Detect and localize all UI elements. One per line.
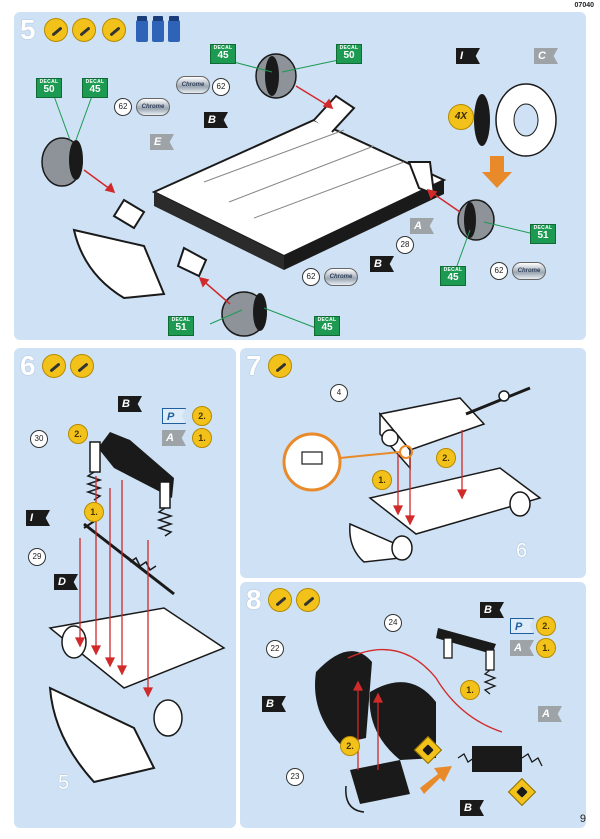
sprue-flag: I bbox=[456, 48, 480, 64]
chrome-badge: Chrome bbox=[512, 262, 546, 280]
step-6-panel: 6 30 29 B P A I D 2. 1. 2. 1. 5 bbox=[14, 348, 236, 828]
sprue-flag: B bbox=[204, 112, 228, 128]
knife-tool-icon bbox=[42, 354, 66, 378]
part-number: 4 bbox=[330, 384, 348, 402]
step-8-illustration bbox=[315, 628, 543, 813]
part-number: 62 bbox=[302, 268, 320, 286]
part-number: 62 bbox=[114, 98, 132, 116]
wheel-rear-right bbox=[457, 199, 495, 241]
decal-water-icon bbox=[102, 18, 126, 42]
order-badge: 2. bbox=[68, 424, 88, 444]
knife-tool-icon bbox=[268, 588, 292, 612]
sprue-flag: E bbox=[150, 134, 174, 150]
order-badge: 1. bbox=[372, 470, 392, 490]
sprue-flag: A bbox=[538, 706, 562, 722]
knife-tool-icon bbox=[44, 18, 68, 42]
paint-pot-icon bbox=[152, 16, 164, 42]
part-number: 23 bbox=[286, 768, 304, 786]
wheel-front-left bbox=[41, 137, 83, 187]
document-code: 07040 bbox=[574, 2, 594, 9]
part-number: 30 bbox=[30, 430, 48, 448]
chrome-badge: Chrome bbox=[324, 268, 358, 286]
order-badge: 2. bbox=[536, 616, 556, 636]
order-badge: 2. bbox=[192, 406, 212, 426]
step-number: 6 bbox=[20, 350, 36, 381]
wheel-exploded bbox=[474, 83, 557, 157]
sprue-flag: D bbox=[54, 574, 78, 590]
step-number: 8 bbox=[246, 584, 262, 615]
order-badge: 1. bbox=[460, 680, 480, 700]
sprue-flag: B bbox=[262, 696, 286, 712]
step-5-illustration bbox=[41, 53, 557, 337]
order-badge: 2. bbox=[436, 448, 456, 468]
part-number: 62 bbox=[490, 262, 508, 280]
paint-brush-icon bbox=[72, 18, 96, 42]
sprue-flag: I bbox=[26, 510, 50, 526]
step-number: 5 bbox=[20, 14, 36, 45]
sprue-flag: A bbox=[510, 640, 534, 656]
order-badge: 2. bbox=[340, 736, 360, 756]
step-6-illustration bbox=[48, 432, 226, 784]
part-number: 62 bbox=[212, 78, 230, 96]
wheel-rear-left bbox=[255, 53, 297, 99]
chrome-badge: Chrome bbox=[176, 76, 210, 94]
step-number: 7 bbox=[246, 350, 262, 381]
knife-tool-icon bbox=[268, 354, 292, 378]
reference-number: 5 bbox=[58, 772, 70, 794]
paint-pot-icon bbox=[136, 16, 148, 42]
part-number: 22 bbox=[266, 640, 284, 658]
page-number: 9 bbox=[579, 813, 586, 825]
sprue-flag: A bbox=[162, 430, 186, 446]
reference-number: 6 bbox=[516, 540, 528, 562]
part-number: 24 bbox=[384, 614, 402, 632]
paint-brush-icon bbox=[296, 588, 320, 612]
order-badge: 1. bbox=[84, 502, 104, 522]
step-7-illustration bbox=[282, 386, 542, 563]
quantity-badge: 4X bbox=[448, 104, 474, 130]
paint-pot-icon bbox=[168, 16, 180, 42]
step-8-panel: 8 24 22 23 B P A B A B 2. 1. 1. 2. bbox=[240, 582, 586, 828]
paint-brush-icon bbox=[70, 354, 94, 378]
sprue-flag: A bbox=[410, 218, 434, 234]
sprue-flag: B bbox=[370, 256, 394, 272]
order-badge: 1. bbox=[192, 428, 212, 448]
wheel-front-right bbox=[221, 291, 267, 337]
order-badge: 1. bbox=[536, 638, 556, 658]
sprue-flag: B bbox=[480, 602, 504, 618]
sprue-flag: B bbox=[118, 396, 142, 412]
part-number: 29 bbox=[28, 548, 46, 566]
part-number: 28 bbox=[396, 236, 414, 254]
chrome-badge: Chrome bbox=[136, 98, 170, 116]
step-7-panel: 7 4 1. 2. 6 bbox=[240, 348, 586, 578]
sprue-flag: C bbox=[534, 48, 558, 64]
sprue-flag: B bbox=[460, 800, 484, 816]
